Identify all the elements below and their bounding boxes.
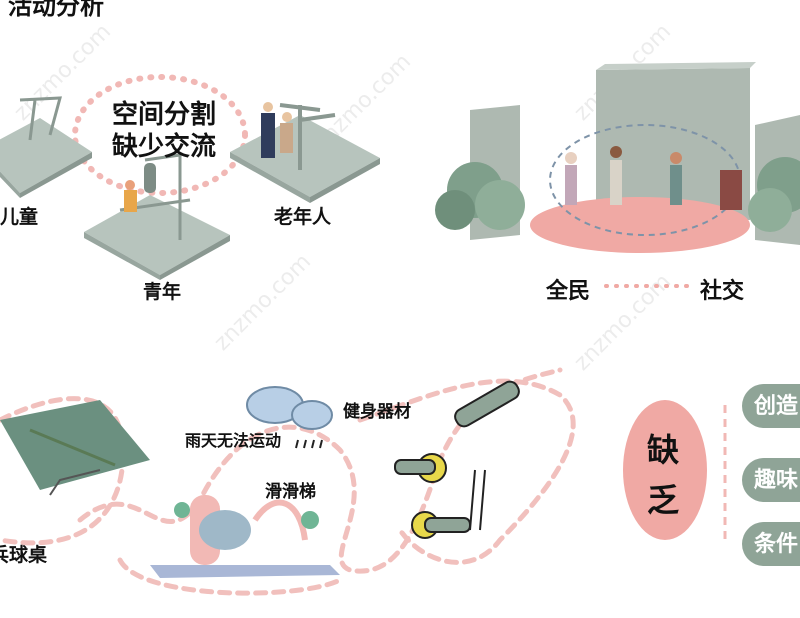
lack-text: 缺 乏 (647, 425, 679, 525)
center-text-line1: 空间分割 (111, 100, 216, 130)
lack-line1: 缺 (647, 431, 680, 469)
label-all-people: 全民 (546, 278, 591, 304)
cloud-icon (246, 386, 333, 449)
slide-illustration (150, 495, 340, 578)
center-text: 空间分割 缺少交流 (104, 99, 224, 163)
lack-line2: 乏 (647, 481, 680, 519)
label-table-tennis: 乓球桌 (0, 544, 48, 566)
table-tennis-illustration (0, 400, 150, 496)
label-social: 社交 (700, 278, 745, 304)
label-elderly: 老年人 (274, 206, 332, 228)
label-rain: 雨天无法运动 (185, 431, 282, 450)
pill-fun: 趣味 (742, 458, 800, 502)
fitness-equipment-illustration (394, 380, 520, 539)
label-slide: 滑滑梯 (265, 482, 316, 502)
social-space-illustration (435, 62, 800, 253)
label-youth: 青年 (143, 281, 182, 303)
pill-create: 创造 (742, 384, 800, 428)
separated-spaces-illustration (0, 74, 380, 280)
label-children: 儿童 (0, 206, 39, 228)
center-text-line2: 缺少交流 (111, 132, 216, 162)
label-fitness: 健身器材 (343, 402, 411, 422)
section-title: 活动分析 (8, 0, 104, 20)
pill-conditions: 条件 (742, 522, 800, 566)
lack-oval (623, 400, 707, 540)
